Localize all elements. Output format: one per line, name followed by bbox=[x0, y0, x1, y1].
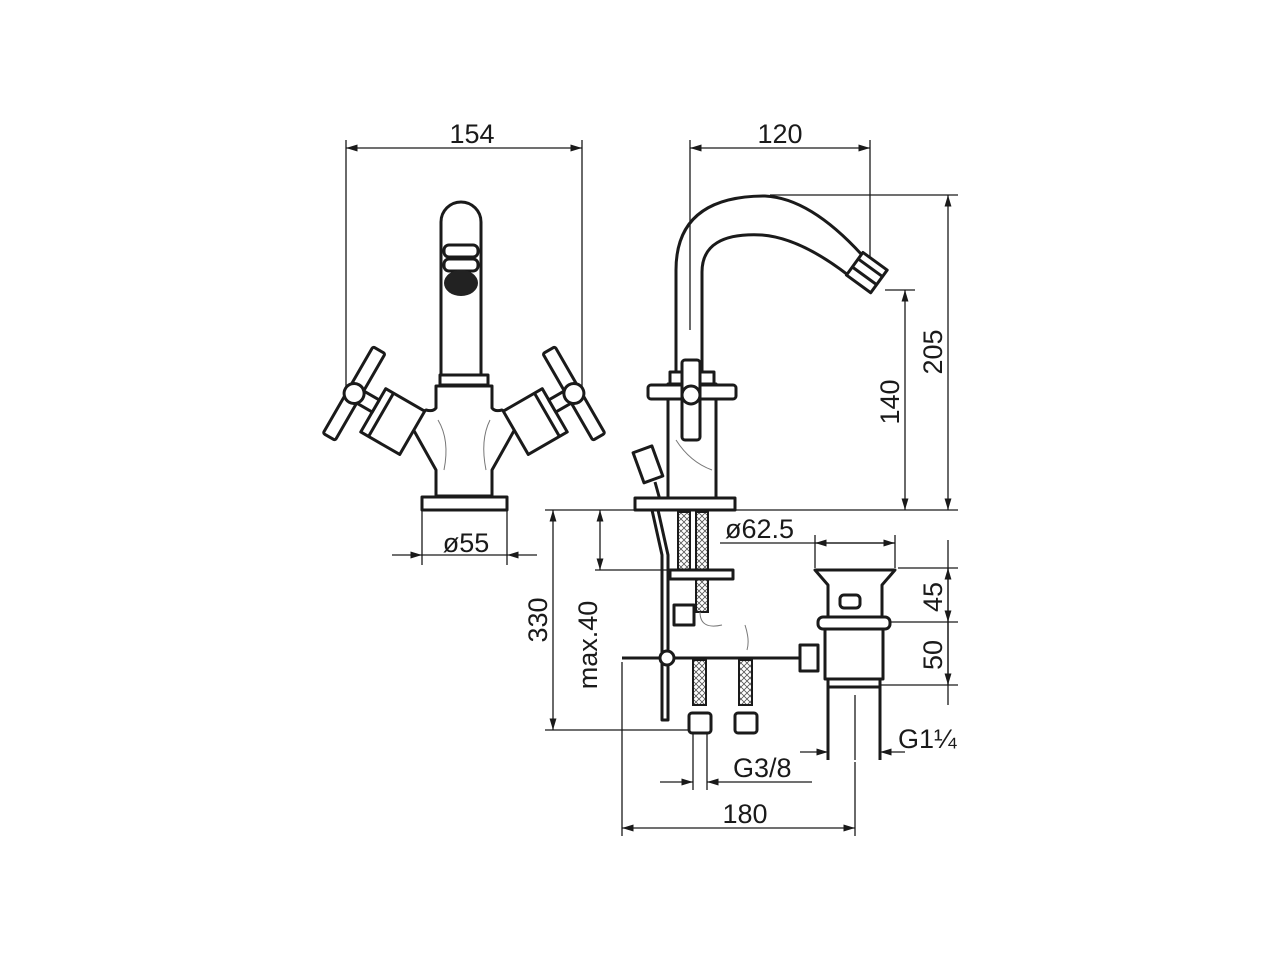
dim-width-label: 154 bbox=[449, 119, 494, 149]
gooseneck-inner bbox=[700, 233, 849, 375]
dim-hose-thread-label: G3/8 bbox=[733, 753, 792, 783]
dim-hole-diameter-label: ø62.5 bbox=[725, 514, 794, 544]
popup-waste bbox=[813, 568, 897, 760]
fixing-plate bbox=[668, 568, 735, 581]
dim-base-diameter-label: ø55 bbox=[443, 528, 490, 558]
front-view: 154 ø55 bbox=[322, 119, 606, 565]
dim-max-thickness-label: max.40 bbox=[573, 601, 603, 690]
dim-spacing-label: 180 bbox=[722, 799, 767, 829]
dim-spout-height-label: 140 bbox=[875, 379, 905, 424]
dim-total-height-label: 205 bbox=[918, 329, 948, 374]
gooseneck-outer bbox=[674, 194, 864, 375]
aerator bbox=[444, 270, 478, 296]
dim-reach-label: 120 bbox=[757, 119, 802, 149]
hose-upper bbox=[695, 511, 709, 613]
spout bbox=[439, 200, 483, 375]
popup-rod bbox=[650, 509, 670, 722]
right-handle bbox=[501, 345, 606, 456]
body bbox=[406, 384, 522, 498]
nut bbox=[672, 603, 696, 627]
side-view: 120 205 140 bbox=[523, 119, 958, 836]
rod-nut bbox=[798, 643, 820, 673]
dim-under-length-label: 330 bbox=[523, 597, 553, 642]
dim-waste-thread-label: G1¼ bbox=[898, 724, 957, 754]
left-handle bbox=[322, 345, 427, 456]
base-plate bbox=[420, 495, 509, 512]
dim-waste-upper-label: 45 bbox=[918, 582, 948, 612]
dim-waste-lower-label: 50 bbox=[918, 640, 948, 670]
hose-right bbox=[738, 659, 753, 706]
hose-left bbox=[692, 659, 707, 706]
side-base-plate bbox=[633, 496, 737, 512]
threaded-rod bbox=[677, 511, 691, 573]
popup-lever bbox=[631, 444, 665, 485]
